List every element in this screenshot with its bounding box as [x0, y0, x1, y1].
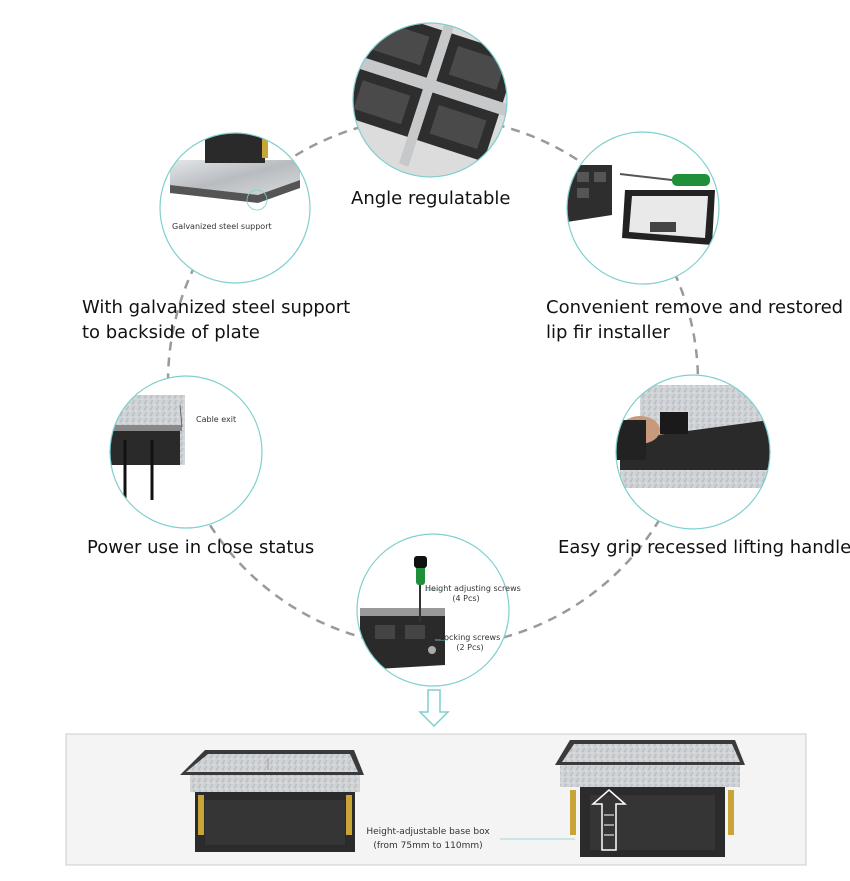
hollow-down-arrow-icon [418, 689, 450, 728]
callout-cable-exit: Cable exit [196, 415, 237, 424]
feature-circle-screws [356, 533, 510, 687]
base-box-caption-line1: Height-adjustable base box [366, 827, 490, 837]
callout-height-screws-line2: (4 Pcs) [452, 594, 480, 603]
feature-label-steel-support: With galvanized steel support to backsid… [82, 295, 350, 345]
callout-steel-support: Galvanized steel support [172, 222, 272, 231]
callout-locking-screws-line2: (2 Pcs) [456, 643, 484, 652]
feature-circle-steel-support [159, 132, 311, 284]
feature-label-remove-lip: Convenient remove and restored lip fir i… [546, 295, 843, 345]
feature-label-close-status: Power use in close status [87, 537, 315, 558]
callout-locking-screws: Locking screws (2 Pcs) [438, 633, 502, 653]
callout-height-screws-line1: Height adjusting screws [425, 584, 521, 593]
base-box-low [180, 750, 364, 852]
base-box-caption: Height-adjustable base box (from 75mm to… [358, 825, 498, 853]
feature-label-steel-support-line2: to backside of plate [82, 322, 260, 343]
feature-circle-lifting-handle [615, 374, 771, 530]
feature-circle-cable-exit [109, 375, 263, 529]
feature-circle-angle [352, 22, 508, 178]
feature-label-remove-lip-line1: Convenient remove and restored [546, 297, 844, 318]
feature-label-angle: Angle regulatable [351, 188, 511, 209]
base-box-high [555, 740, 745, 857]
feature-label-lifting-handle: Easy grip recessed lifting handle [558, 537, 850, 558]
feature-label-steel-support-line1: With galvanized steel support [82, 297, 351, 318]
base-box-panel [65, 733, 807, 866]
hollow-up-arrow-icon [591, 789, 627, 851]
feature-circle-remove-lip [566, 131, 720, 285]
callout-locking-screws-line1: Locking screws [439, 633, 501, 642]
base-box-caption-line2: (from 75mm to 110mm) [373, 841, 483, 851]
feature-label-remove-lip-line2: lip fir installer [546, 322, 670, 343]
callout-height-screws: Height adjusting screws (4 Pcs) [425, 584, 521, 604]
